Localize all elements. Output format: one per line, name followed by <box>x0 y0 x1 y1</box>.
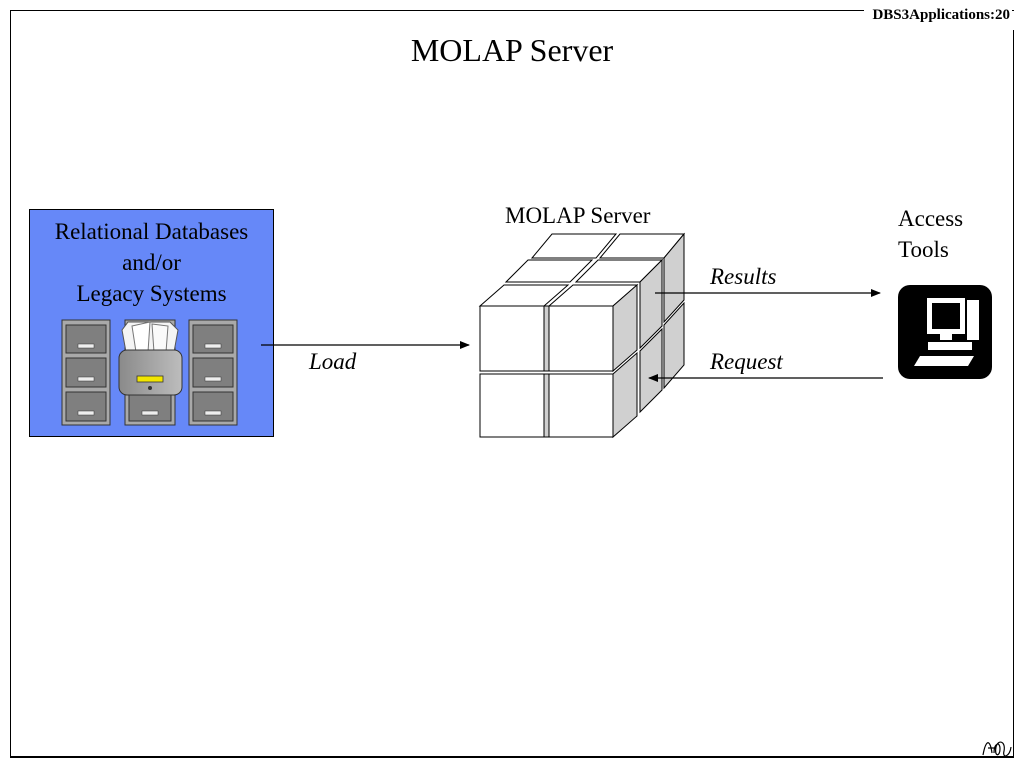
load-label: Load <box>309 349 357 374</box>
cube-stack-icon <box>478 232 686 439</box>
computer-icon <box>898 285 992 379</box>
db-label-line-2: and/or <box>122 250 181 275</box>
footer-logo <box>980 735 1014 764</box>
results-label: Results <box>710 264 777 289</box>
slide-header-tag: DBS3Applications:20 <box>864 7 1012 24</box>
file-cabinet-icon <box>61 319 238 426</box>
access-tools-line-1: Access <box>898 206 964 231</box>
slide-frame <box>10 10 1014 758</box>
access-tools-label: Access Tools <box>898 203 963 265</box>
relational-databases-label: Relational Databases and/or Legacy Syste… <box>30 216 273 309</box>
molap-server-label: MOLAP Server <box>505 203 651 228</box>
db-label-line-3: Legacy Systems <box>76 281 227 306</box>
footer-logo-icon <box>982 741 1012 757</box>
db-label-line-1: Relational Databases <box>54 219 249 244</box>
slide-frame-right-edge <box>1013 30 1014 758</box>
request-label: Request <box>710 349 783 374</box>
access-tools-line-2: Tools <box>898 237 949 262</box>
slide-title: MOLAP Server <box>410 32 614 68</box>
